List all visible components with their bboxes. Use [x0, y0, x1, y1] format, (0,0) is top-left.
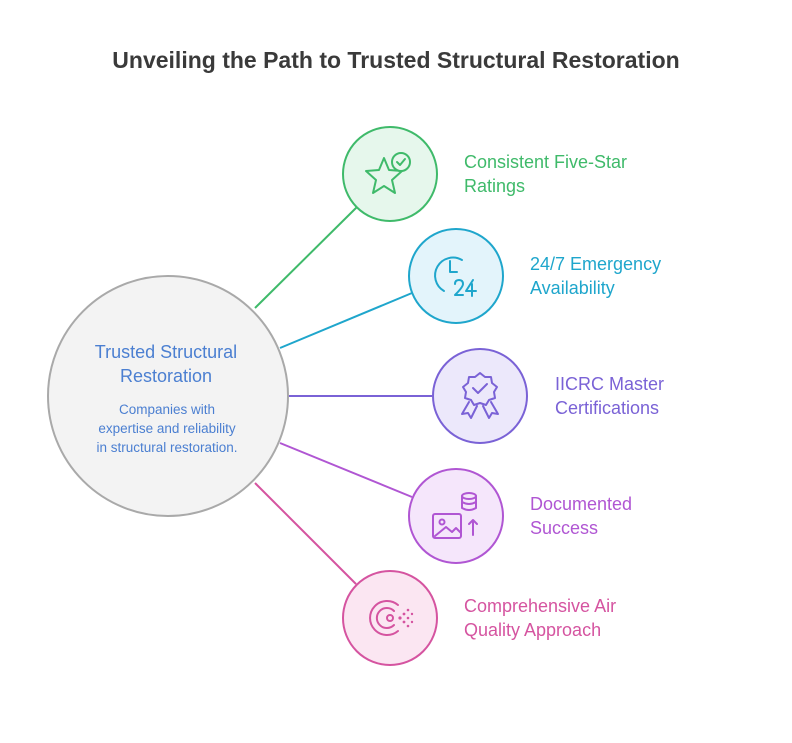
label-air-quality: Comprehensive Air Quality Approach: [464, 594, 684, 642]
center-desc-line: in structural restoration.: [96, 440, 238, 455]
label-emergency-availability: 24/7 Emergency Availability: [530, 252, 750, 300]
award-badge-icon: [461, 372, 499, 419]
node-air-quality: [342, 570, 438, 666]
center-title-line: Trusted Structural: [94, 342, 238, 362]
center-description: Companies with expertise and reliability…: [76, 400, 258, 457]
label-line: IICRC Master: [555, 374, 665, 394]
label-line: Documented: [530, 494, 633, 514]
connector-1: [254, 205, 359, 309]
label-line: Consistent Five-Star: [464, 152, 628, 172]
star-check-icon: [365, 152, 411, 194]
label-iicrc-certifications: IICRC Master Certifications: [555, 372, 775, 420]
label-line: Ratings: [464, 176, 526, 196]
label-line: Quality Approach: [464, 620, 602, 640]
label-line: Success: [530, 518, 599, 538]
label-line: Availability: [530, 278, 615, 298]
connector-5: [254, 482, 357, 585]
air-quality-icon: [369, 600, 414, 636]
label-line: 24/7 Emergency: [530, 254, 662, 274]
page-title: Unveiling the Path to Trusted Structural…: [112, 47, 680, 73]
label-documented-success: Documented Success: [530, 492, 750, 540]
node-emergency-availability: [408, 228, 504, 324]
center-title: Trusted Structural Restoration: [66, 340, 266, 388]
connector-2: [279, 292, 413, 349]
connector-4: [279, 442, 413, 498]
center-title-line: Restoration: [119, 366, 213, 386]
central-hub: [47, 275, 289, 517]
node-five-star-ratings: [342, 126, 438, 222]
node-documented-success: [408, 468, 504, 564]
label-line: Comprehensive Air: [464, 596, 617, 616]
label-line: Certifications: [555, 398, 660, 418]
clock-24-icon: [434, 256, 477, 297]
image-data-growth-icon: [432, 492, 478, 539]
label-five-star-ratings: Consistent Five-Star Ratings: [464, 150, 684, 198]
node-iicrc-certifications: [432, 348, 528, 444]
center-desc-line: Companies with: [118, 402, 216, 417]
center-desc-line: expertise and reliability: [98, 421, 236, 436]
